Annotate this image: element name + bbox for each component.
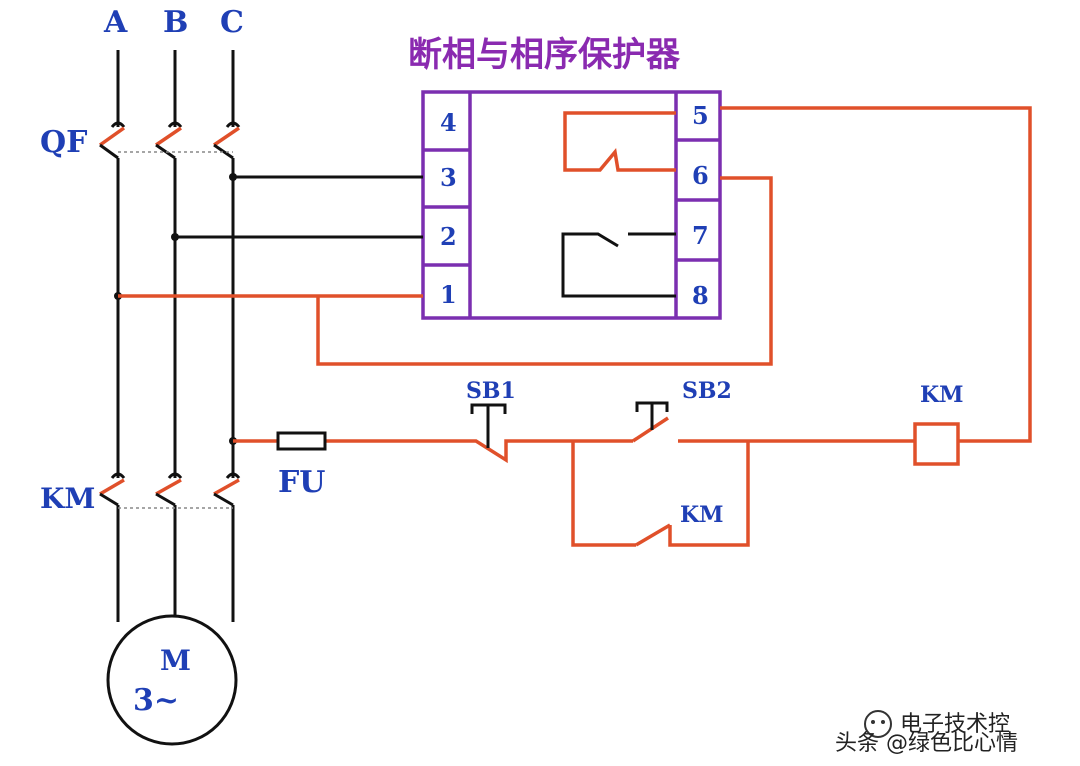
- stop-button-symbol: [470, 403, 507, 448]
- coil-symbol: [913, 422, 960, 466]
- coil-label: KM: [920, 382, 963, 408]
- phase-label-b: B: [163, 5, 188, 40]
- contactor-main-contacts: [99, 472, 241, 509]
- protector-terminal-3: 3: [440, 163, 457, 192]
- watermark: [864, 710, 892, 738]
- protector-internal-contacts: [561, 111, 676, 298]
- protector-terminal-4: 4: [440, 108, 457, 137]
- control-circuit: [233, 106, 1032, 547]
- watermark-line1: 电子技术控: [900, 712, 1010, 737]
- protector-terminal-7: 7: [692, 221, 709, 250]
- protector-terminal-1: 1: [440, 280, 457, 309]
- protector-box: [421, 90, 722, 320]
- protector-terminal-8: 8: [692, 281, 709, 310]
- protector-title: 断相与相序保护器: [408, 35, 681, 75]
- stop-button-label: SB1: [466, 378, 516, 404]
- power-lines: [116, 50, 235, 622]
- holding-contact-label: KM: [680, 502, 723, 528]
- watermark-line2: 头条 @绿色比心情: [835, 731, 1018, 756]
- protector-terminal-6: 6: [692, 161, 709, 190]
- breaker-label: QF: [40, 125, 87, 160]
- sensing-wires: [118, 175, 423, 298]
- motor-label-top: M: [160, 644, 191, 677]
- fuse-symbol: [276, 431, 327, 451]
- protector-terminal-2: 2: [440, 222, 457, 251]
- start-button-label: SB2: [682, 378, 732, 404]
- fuse-label: FU: [278, 465, 325, 500]
- motor-label-bottom: 3~: [133, 683, 179, 718]
- contactor-main-label: KM: [40, 482, 95, 515]
- breaker-qf: [98, 121, 241, 160]
- start-button-symbol: [635, 401, 669, 430]
- protector-terminal-5: 5: [692, 101, 709, 130]
- phase-label-c: C: [220, 5, 244, 40]
- motor: [106, 614, 238, 746]
- phase-label-a: A: [103, 5, 128, 40]
